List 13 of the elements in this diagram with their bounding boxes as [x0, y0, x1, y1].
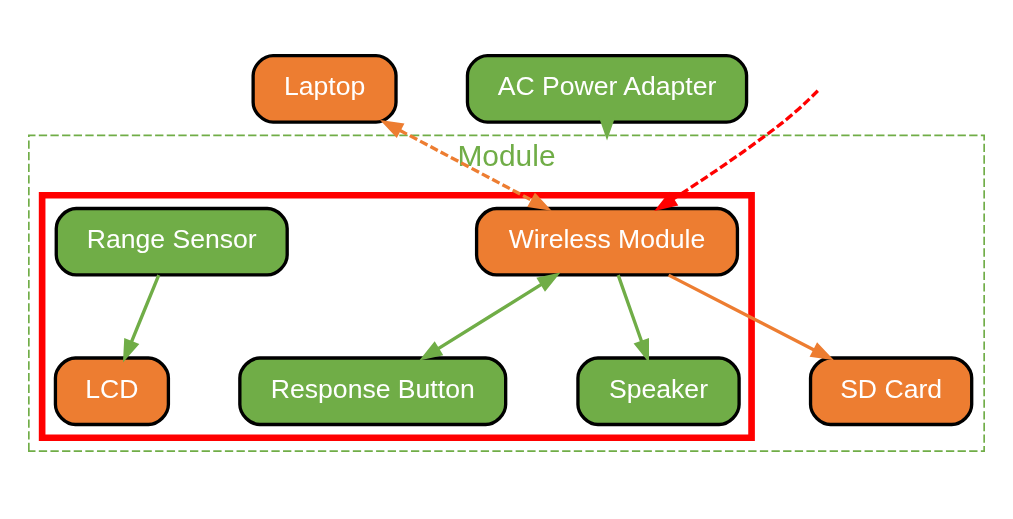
- node-box: Response Button: [238, 355, 508, 426]
- node-box: Laptop: [251, 53, 398, 124]
- node-box: LCD: [53, 355, 171, 426]
- arrow: [616, 274, 650, 363]
- arrow: [122, 273, 161, 363]
- node-box: SD Card: [808, 355, 974, 426]
- arrow: [419, 271, 561, 361]
- node-box: Speaker: [576, 355, 741, 426]
- node-box: Wireless Module: [474, 206, 740, 277]
- arrow: [654, 89, 819, 211]
- arrow: [667, 273, 835, 360]
- node-box: Range Sensor: [54, 206, 289, 277]
- arrow: [380, 119, 552, 211]
